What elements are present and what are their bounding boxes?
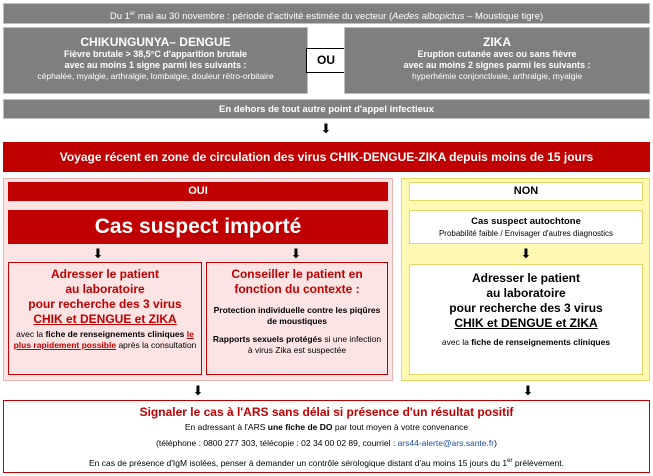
non-label: NON [409, 182, 643, 201]
down-arrow-icon: ⬇ [522, 383, 534, 398]
travel-bar: Voyage récent en zone de circulation des… [3, 142, 650, 172]
vector-period-bar: Du 1er mai au 30 novembre : période d'ac… [3, 3, 650, 24]
advice-sexual-bold: Rapports sexuels protégés [212, 334, 323, 344]
non-lab-viruses: CHIK et DENGUE et ZIKA [454, 316, 598, 330]
oui-lab-box: Adresser le patient au laboratoire pour … [8, 262, 202, 375]
advice-protection: Protection individuelle contre les piqûr… [207, 305, 387, 327]
zika-criteria-1: Eruption cutanée avec ou sans fièvre [417, 49, 577, 59]
autochthonous-case-note: Probabilité faible / Envisager d'autres … [438, 229, 614, 238]
report-box: Signaler le cas à l'ARS sans délai si pr… [3, 400, 650, 473]
zika-signs: hyperhémie conjonctivale, arthralgie, my… [411, 71, 583, 81]
oui-lab-instr-1: avec la [16, 329, 46, 339]
advice-sexual: Rapports sexuels protégés si une infecti… [207, 334, 387, 356]
date-sup: er [129, 11, 136, 17]
down-arrow-icon: ⬇ [192, 383, 204, 398]
oui-lab-line-1: Adresser le patient [50, 267, 160, 281]
date-start: Du 1 [109, 11, 130, 23]
report-igm-note: En cas de présence d'IgM isolées, penser… [4, 455, 649, 469]
oui-lab-viruses: CHIK et DENGUE et ZIKA [33, 312, 177, 326]
autochthonous-case-title: Cas suspect autochtone [471, 216, 581, 227]
zika-criteria-2: avec au moins 2 signes parmi les suivant… [403, 60, 591, 70]
chik-dengue-signs: céphalée, myalgie, arthralgie, lombalgie… [37, 71, 274, 81]
non-lab-line-2: au laboratoire [486, 286, 566, 300]
non-lab-box: Adresser le patient au laboratoire pour … [409, 264, 643, 375]
advice-title-2: fonction du contexte : [234, 282, 360, 296]
date-end: mai au 30 novembre [135, 11, 225, 23]
non-lab-form: fiche de renseignements cliniques [471, 337, 611, 347]
report-form-do: une fiche de DO [267, 422, 333, 432]
down-arrow-icon: ⬇ [92, 246, 104, 261]
report-igm-text: En cas de présence d'IgM isolées, penser… [89, 457, 508, 468]
report-email-link[interactable]: ars44-alerte@ars.sante.fr [397, 438, 495, 448]
oui-lab-form: fiche de renseignements cliniques [45, 329, 185, 339]
chik-dengue-criteria-2: avec au moins 1 signe parmi les suivants… [64, 60, 247, 70]
oui-lab-line-2: au laboratoire [65, 282, 145, 296]
period-text: : période d'activité estimée du vecteur … [224, 11, 393, 23]
zika-box: ZIKA Eruption cutanée avec ou sans fièvr… [344, 27, 650, 94]
oui-lab-line-3: pour recherche des 3 virus [28, 297, 182, 311]
zika-title: ZIKA [483, 35, 511, 49]
oui-lab-instr-3: après la consultation [116, 340, 197, 350]
advice-protection-bold: Protection individuelle [213, 305, 305, 315]
vector-common-name: – Moustique tigre) [464, 11, 544, 23]
autochthonous-case-box: Cas suspect autochtone Probabilité faibl… [409, 210, 643, 244]
report-phone-fax: (téléphone : 0800 277 303, télécopie : 0… [156, 438, 398, 448]
down-arrow-icon: ⬇ [320, 121, 332, 136]
or-box: OU [306, 48, 346, 73]
report-contacts: (téléphone : 0800 277 303, télécopie : 0… [4, 437, 649, 450]
vector-name: Aedes albopictus [392, 11, 465, 23]
chik-dengue-box: CHIKUNGUNYA– DENGUE Fièvre brutale > 38,… [3, 27, 308, 94]
advice-protection-rest: contre les piqûres de moustiques [267, 305, 381, 326]
non-lab-line-3: pour recherche des 3 virus [449, 301, 603, 315]
imported-case-box: Cas suspect importé [8, 210, 388, 244]
advice-title-1: Conseiller le patient en [231, 267, 363, 281]
down-arrow-icon: ⬇ [520, 246, 532, 261]
report-line-1c: par tout moyen à votre convenance [332, 422, 469, 432]
report-igm-end: prélèvement. [512, 457, 564, 468]
advice-sexual-rest: si une infection à virus Zika est suspec… [247, 334, 382, 355]
oui-label: OUI [8, 182, 388, 201]
oui-lab-urgency: le plus rapidement possible [13, 329, 194, 350]
oui-lab-instructions: avec la fiche de renseignements clinique… [9, 329, 201, 351]
report-line-1: En adressant à l'ARS une fiche de DO par… [4, 421, 649, 434]
report-line-1a: En adressant à l'ARS [184, 422, 268, 432]
non-lab-line-1: Adresser le patient [471, 271, 581, 285]
report-line-2c: ) [494, 438, 497, 448]
report-title: Signaler le cas à l'ARS sans délai si pr… [139, 405, 514, 419]
report-igm-sup: er [507, 458, 513, 464]
non-lab-instr-1: avec la [441, 337, 472, 347]
oui-advice-box: Conseiller le patient en fonction du con… [206, 262, 388, 375]
chik-dengue-criteria-1: Fièvre brutale > 38,5°C d'apparition bru… [63, 49, 248, 59]
down-arrow-icon: ⬇ [290, 246, 302, 261]
chik-dengue-title: CHIKUNGUNYA– DENGUE [80, 35, 231, 49]
exclusion-bar: En dehors de tout autre point d'appel in… [3, 99, 650, 119]
non-lab-instructions: avec la fiche de renseignements clinique… [410, 337, 642, 348]
